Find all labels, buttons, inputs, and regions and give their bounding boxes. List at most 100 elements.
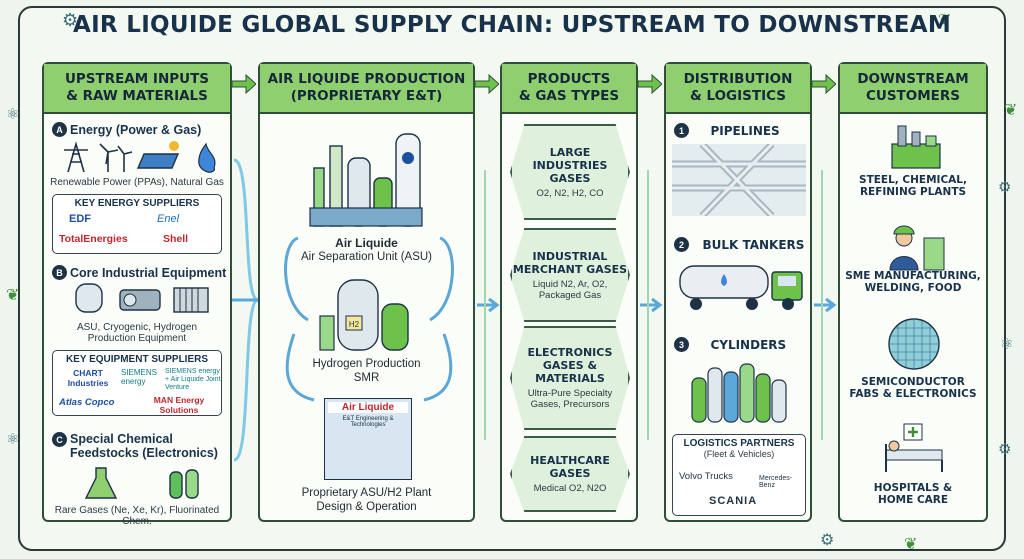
flask-icon — [84, 467, 118, 499]
truck-icon — [679, 265, 803, 310]
supplier-chart: CHART Industries — [67, 368, 109, 388]
gas-cylinder-icon — [169, 469, 199, 499]
factory-icon — [309, 133, 423, 227]
svg-text:H2: H2 — [349, 320, 360, 329]
partners-title: LOGISTICS PARTNERS — [683, 438, 795, 449]
atom-icon: ⚛ — [1000, 336, 1014, 353]
column-products: PRODUCTS & GAS TYPES LARGE INDUSTRIES GA… — [500, 62, 638, 522]
flame-icon — [198, 142, 216, 173]
column-header-upstream: UPSTREAM INPUTS & RAW MATERIALS — [44, 64, 230, 114]
solar-panel-icon — [136, 141, 180, 169]
tankers-label: BULK TANKERS — [702, 238, 805, 252]
process-loop-arrows — [284, 236, 454, 402]
supplier-totalenergies: TotalEnergies — [59, 233, 128, 245]
product-title: ELECTRONICS GASES & MATERIALS — [527, 346, 613, 385]
feedstocks-caption: Rare Gases (Ne, Xe, Kr), Fluorinated Che… — [54, 505, 220, 527]
feedstock-icons — [84, 467, 199, 499]
badge-3: 3 — [674, 337, 689, 353]
partner-scania: SCANIA — [709, 495, 758, 507]
product-sub: Medical O2, N2O — [533, 483, 607, 494]
energy-suppliers-title: KEY ENERGY SUPPLIERS — [74, 198, 200, 209]
gas-cylinder-icon — [691, 363, 787, 423]
gear-icon: ⚙ — [62, 10, 79, 30]
h2-title: Hydrogen Production — [312, 358, 421, 370]
product-sub: Ultra-Pure Specialty Gases, Precursors — [527, 388, 613, 410]
atom-icon: ⚛ — [6, 106, 20, 123]
flow-connector — [232, 158, 260, 462]
hospital-bed-icon — [885, 423, 943, 472]
column-header-products: PRODUCTS & GAS TYPES — [502, 64, 636, 114]
column-distribution: DISTRIBUTION & LOGISTICS 1 PIPELINES 2 B… — [664, 62, 812, 522]
arrow-right-icon — [232, 74, 256, 94]
supplier-atlas-copco: Atlas Copco — [59, 397, 115, 408]
cylinders-label: CYLINDERS — [710, 338, 787, 352]
column-header-production: AIR LIQUIDE PRODUCTION (PROPRIETARY E&T) — [260, 64, 473, 114]
leaf-icon: ❦ — [938, 12, 952, 29]
product-title: LARGE INDUSTRIES GASES — [532, 145, 608, 185]
supplier-enel: Enel — [157, 213, 180, 225]
leaf-icon: ❦ — [1004, 102, 1018, 119]
plant-logo-sub: E&T Engineering & Technologies — [342, 416, 394, 428]
partners-subtitle: (Fleet & Vehicles) — [703, 449, 775, 459]
column-header-distribution: DISTRIBUTION & LOGISTICS — [666, 64, 810, 114]
wind-turbine-icon — [99, 143, 133, 172]
plant-logo: Air Liquide — [328, 402, 408, 413]
equipment-label: Core Industrial Equipment — [70, 266, 227, 280]
logistics-partners-box: LOGISTICS PARTNERS (Fleet & Vehicles) Vo… — [672, 434, 806, 516]
flow-connector — [814, 170, 837, 440]
dist-cylinders: 3 CYLINDERS — [674, 336, 786, 354]
product-title: HEALTHCARE GASES — [530, 454, 610, 480]
column-production: AIR LIQUIDE PRODUCTION (PROPRIETARY E&T)… — [258, 62, 475, 522]
product-sub: Liquid N2, Ar, O2, Packaged Gas — [532, 278, 608, 301]
plant-building: Air Liquide E&T Engineering & Technologi… — [324, 398, 412, 480]
flow-connector — [477, 170, 500, 440]
plant-caption: Proprietary ASU/H2 Plant Design & Operat… — [301, 487, 432, 513]
leaf-icon: ❦ — [904, 536, 918, 553]
dist-pipelines: 1 PIPELINES — [674, 122, 780, 140]
gear-icon: ⚙ — [998, 441, 1012, 458]
page-title: AIR LIQUIDE GLOBAL SUPPLY CHAIN: UPSTREA… — [72, 12, 952, 38]
feedstocks-label: Special Chemical Feedstocks (Electronics… — [70, 432, 218, 460]
gear-icon: ⚙ — [998, 179, 1012, 196]
energy-icons — [64, 141, 216, 173]
product-healthcare[interactable]: HEALTHCARE GASES Medical O2, N2O — [510, 436, 630, 512]
equipment-icons — [75, 283, 209, 313]
equipment-suppliers-box: KEY EQUIPMENT SUPPLIERS CHART Industries… — [52, 350, 222, 416]
energy-suppliers-box: KEY ENERGY SUPPLIERS EDF Enel TotalEnerg… — [52, 194, 222, 254]
wafer-icon — [888, 318, 940, 370]
badge-2: 2 — [674, 237, 689, 253]
product-industrial-merchant[interactable]: INDUSTRIAL MERCHANT GASES Liquid N2, Ar,… — [510, 228, 630, 322]
product-title: INDUSTRIAL MERCHANT GASES — [512, 249, 628, 276]
flow-connector — [640, 170, 663, 440]
partner-mercedes: Mercedes-Benz — [759, 475, 793, 489]
factory-icon — [891, 125, 941, 169]
supplier-edf: EDF — [69, 213, 91, 225]
partner-volvo: Volvo Trucks — [679, 471, 733, 482]
product-electronics[interactable]: ELECTRONICS GASES & MATERIALS Ultra-Pure… — [510, 326, 630, 430]
customer-sme: SME MANUFACTURING, WELDING, FOOD — [845, 270, 981, 294]
supplier-shell: Shell — [163, 233, 189, 245]
tank-icon — [75, 283, 103, 313]
arrow-right-icon — [638, 74, 662, 94]
hydrogen-plant-icon: H2 — [319, 279, 409, 351]
compressor-icon — [119, 289, 161, 311]
pipeline-icon — [672, 144, 806, 216]
customer-hospitals: HOSPITALS & HOME CARE — [873, 482, 953, 506]
badge-c: C — [52, 432, 67, 447]
h2-subtitle: SMR — [353, 372, 380, 384]
equipment-suppliers-title: KEY EQUIPMENT SUPPLIERS — [65, 354, 209, 365]
worker-icon — [889, 225, 945, 271]
supplier-siemens-jv: SIEMENS energy + Air Liquide Joint Ventu… — [165, 368, 221, 391]
energy-caption: Renewable Power (PPAs), Natural Gas — [50, 177, 224, 188]
badge-b: B — [52, 265, 67, 281]
dist-tankers: 2 BULK TANKERS — [674, 236, 804, 254]
arrow-right-icon — [812, 74, 836, 94]
badge-1: 1 — [674, 123, 689, 139]
customer-semiconductor: SEMICONDUCTOR FABS & ELECTRONICS — [849, 376, 977, 400]
product-sub: O2, N2, H2, CO — [536, 187, 604, 199]
product-large-industries[interactable]: LARGE INDUSTRIES GASES O2, N2, H2, CO — [510, 124, 630, 220]
